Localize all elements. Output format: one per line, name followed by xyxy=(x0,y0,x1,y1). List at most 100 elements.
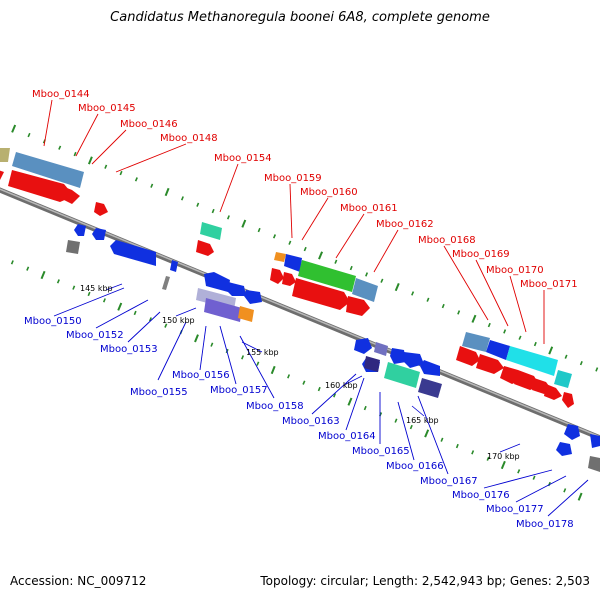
tick-mark xyxy=(426,297,430,302)
gene-arrow-reverse xyxy=(204,272,230,292)
gene-label: Mboo_0169 xyxy=(452,249,510,260)
gene-block xyxy=(200,222,222,240)
gene-label: Mboo_0159 xyxy=(264,173,322,184)
gene-arrow-forward xyxy=(270,268,284,284)
tick-mark xyxy=(180,196,184,201)
tick-marks xyxy=(10,124,599,501)
tick-mark xyxy=(411,291,415,296)
scale-label: 155 kbp xyxy=(246,348,279,357)
gene-label: Mboo_0158 xyxy=(246,401,304,412)
tick-mark xyxy=(164,187,170,197)
gene-block xyxy=(204,298,242,322)
gene-block xyxy=(486,340,510,360)
gene-block xyxy=(298,260,356,292)
tick-mark xyxy=(241,219,247,228)
gene-arrow-forward xyxy=(60,186,80,204)
tick-mark xyxy=(533,341,537,347)
gene-arrow-reverse xyxy=(244,290,262,304)
gene-arrow-reverse xyxy=(170,260,178,272)
tick-mark xyxy=(487,322,491,328)
gene-label: Mboo_0155 xyxy=(130,387,188,398)
tick-mark xyxy=(518,335,522,340)
gene-arrow-forward xyxy=(346,296,370,316)
tick-mark xyxy=(256,361,260,366)
tick-mark xyxy=(148,317,152,322)
gene-arrow-forward xyxy=(562,392,574,408)
gene-label: Mboo_0153 xyxy=(100,344,158,355)
gene-label: Mboo_0144 xyxy=(32,89,90,100)
tick-mark xyxy=(27,132,31,138)
tick-mark xyxy=(164,323,168,328)
gene-label: Mboo_0166 xyxy=(386,461,444,472)
tick-mark xyxy=(102,298,106,303)
tick-mark xyxy=(349,265,353,271)
gene-label: Mboo_0156 xyxy=(172,370,230,381)
gene-arrow-reverse xyxy=(420,360,440,376)
gene-block xyxy=(554,370,572,388)
gene-label: Mboo_0177 xyxy=(486,504,544,515)
tick-mark xyxy=(333,393,337,398)
scale-label: 150 kbp xyxy=(162,316,195,325)
scale-label: 160 kbp xyxy=(325,381,358,390)
gene-blocks xyxy=(0,148,600,472)
gene-arrow-forward xyxy=(94,202,108,216)
tick-mark xyxy=(457,310,461,315)
tick-mark xyxy=(150,183,154,188)
tick-mark xyxy=(334,259,338,264)
tick-mark xyxy=(270,365,276,375)
gene-label: Mboo_0162 xyxy=(376,219,434,230)
tick-mark xyxy=(318,251,324,260)
tick-mark xyxy=(10,260,14,265)
gene-label: Mboo_0157 xyxy=(210,385,268,396)
tick-mark xyxy=(471,314,477,323)
gene-label: Mboo_0176 xyxy=(452,490,510,501)
tick-mark xyxy=(503,329,507,334)
tick-mark xyxy=(471,450,475,455)
gene-block xyxy=(274,252,286,262)
tick-mark xyxy=(424,429,430,438)
gene-label: Mboo_0150 xyxy=(24,316,82,327)
gene-label: Mboo_0167 xyxy=(420,476,478,487)
tick-mark xyxy=(302,380,306,385)
gene-arrow-reverse xyxy=(564,424,580,440)
gene-block xyxy=(384,362,420,388)
gene-block xyxy=(506,346,558,376)
tick-mark xyxy=(500,460,506,470)
gene-arrow-reverse xyxy=(92,228,106,240)
tick-mark xyxy=(72,285,76,290)
gene-label: Mboo_0152 xyxy=(66,330,124,341)
gene-label: Mboo_0148 xyxy=(160,133,218,144)
tick-mark xyxy=(58,145,62,150)
gene-arrow-reverse xyxy=(402,352,424,368)
tick-mark xyxy=(455,443,459,449)
reverse-gene-labels: Mboo_0150 Mboo_0152 Mboo_0153 Mboo_0155 … xyxy=(24,316,574,530)
gene-block xyxy=(66,240,80,254)
gene-label: Mboo_0160 xyxy=(300,187,358,198)
tick-mark xyxy=(577,492,583,501)
tick-mark xyxy=(241,355,245,360)
gene-label: Mboo_0154 xyxy=(214,153,272,164)
gene-block xyxy=(0,148,10,162)
tick-mark xyxy=(211,208,215,214)
tick-mark xyxy=(194,334,199,343)
gene-label: Mboo_0161 xyxy=(340,203,398,214)
genome-backbone xyxy=(0,187,600,441)
tick-mark xyxy=(272,234,277,239)
gene-label: Mboo_0168 xyxy=(418,235,476,246)
gene-label: Mboo_0164 xyxy=(318,431,376,442)
tick-mark xyxy=(380,278,384,283)
tick-mark xyxy=(104,164,108,169)
tick-mark xyxy=(317,386,321,392)
gene-label: Mboo_0165 xyxy=(352,446,410,457)
gene-arrow-reverse xyxy=(590,434,600,448)
gene-label: Mboo_0171 xyxy=(520,279,578,290)
tick-mark xyxy=(394,283,400,292)
forward-gene-labels: Mboo_0144 Mboo_0145 Mboo_0146 Mboo_0148 … xyxy=(32,89,578,290)
gene-block xyxy=(352,278,378,302)
gene-arrow-forward xyxy=(456,346,480,366)
tick-mark xyxy=(287,374,291,379)
tick-mark xyxy=(441,303,445,309)
gene-label: Mboo_0145 xyxy=(78,103,136,114)
gene-arrow-forward xyxy=(196,240,214,256)
tick-mark xyxy=(257,227,261,233)
